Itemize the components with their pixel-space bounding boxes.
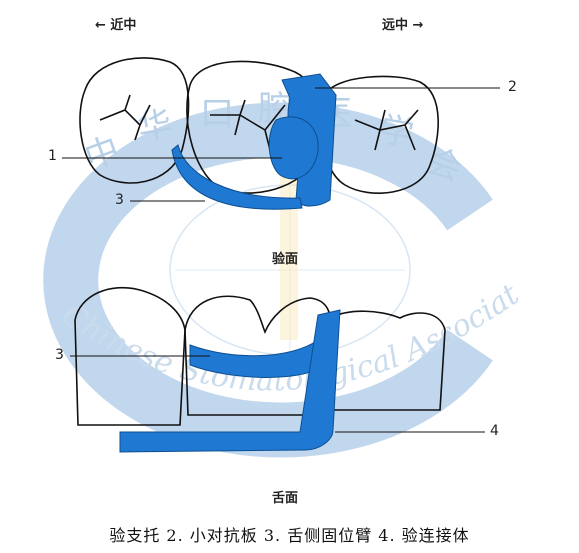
- occlusal-view-label: 验面: [272, 252, 299, 267]
- watermark-char-6: 学: [376, 109, 416, 154]
- watermark-grid: [175, 185, 405, 355]
- distal-direction-label: 远中 →: [382, 18, 424, 33]
- lingual-retentive-arm-occlusal: [171, 144, 303, 210]
- callout-3-top: 3: [115, 192, 124, 208]
- callout-1: 1: [48, 148, 57, 164]
- watermark-staff: [280, 140, 298, 340]
- figure-caption: 验支托 2. 小对抗板 3. 舌侧固位臂 4. 验连接体: [109, 526, 470, 545]
- callout-2: 2: [508, 79, 517, 95]
- occlusal-fissure-1: [99, 94, 151, 141]
- occlusal-components: [171, 73, 337, 210]
- lingual-molar: [329, 310, 446, 411]
- lingual-premolar-1: [74, 286, 186, 426]
- occlusal-fissure-2: [210, 99, 286, 151]
- watermark-char-3: 口: [200, 94, 234, 134]
- mesial-direction-label: ← 近中: [95, 18, 137, 33]
- callout-4: 4: [490, 423, 499, 439]
- lingual-components: [119, 309, 341, 453]
- occlusal-rest: [268, 116, 319, 180]
- watermark-char-2: 华: [135, 104, 175, 149]
- callout-3-bottom: 3: [55, 347, 64, 363]
- occlusal-premolar-1: [79, 57, 190, 184]
- lingual-view-label: 舌面: [272, 491, 299, 506]
- leader-lines: [62, 87, 500, 433]
- occlusal-fissure-3: [354, 109, 419, 151]
- watermark-ring: [43, 102, 493, 458]
- occlusal-major-connector: [119, 309, 341, 453]
